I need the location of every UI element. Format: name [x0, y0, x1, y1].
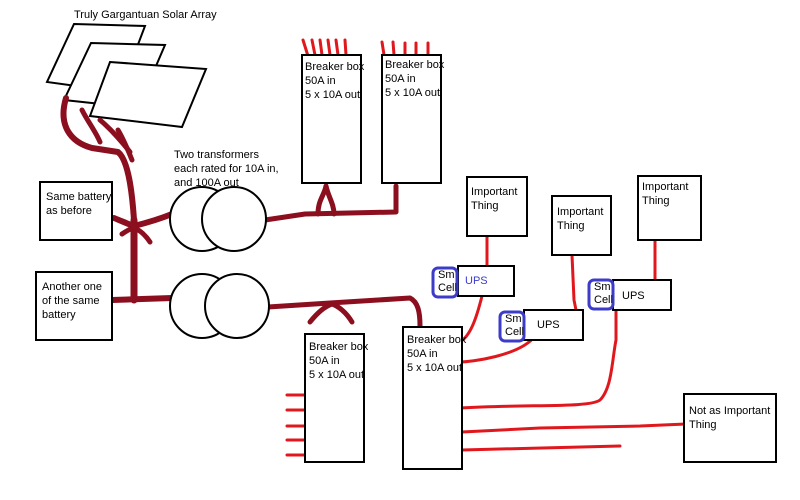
important-thing-3-label: Important Thing — [642, 181, 689, 207]
important-thing-3-box — [637, 175, 702, 241]
transformers-label: Two transformers each rated for 10A in, … — [174, 149, 279, 189]
small-cell-2-label: Sm Cell — [505, 313, 524, 338]
transformer-2b — [204, 273, 270, 339]
ups-2-label: UPS — [537, 319, 560, 331]
small-cell-3 — [587, 278, 615, 311]
important-thing-1-box — [466, 176, 528, 237]
small-cell-1 — [431, 266, 459, 299]
red-cabling — [285, 38, 688, 457]
solar-array — [45, 22, 208, 129]
important-thing-2-box — [551, 195, 612, 256]
breaker-box-4-label: Breaker box 50A in 5 x 10A out — [407, 334, 467, 374]
breaker-box-4 — [402, 326, 463, 470]
important-thing-1-label: Important Thing — [471, 186, 518, 212]
ups-3-box — [612, 279, 672, 311]
battery-2-box — [35, 271, 113, 341]
small-cell-1-label: Sm Cell — [438, 269, 457, 294]
solar-panel-3 — [88, 60, 208, 129]
transformer-1b — [201, 186, 267, 252]
breaker-box-3 — [304, 333, 365, 463]
solar-array-label: Truly Gargantuan Solar Array — [74, 9, 217, 21]
transformers — [169, 186, 270, 339]
ups-2-box — [523, 309, 584, 341]
important-thing-2-label: Important Thing — [557, 206, 604, 232]
breaker-box-2-label: Breaker box 50A in 5 x 10A out — [385, 59, 445, 99]
boxes — [35, 54, 777, 470]
breaker-box-3-label: Breaker box 50A in 5 x 10A out — [309, 341, 369, 381]
dark-cabling — [60, 95, 423, 329]
small-cells — [431, 266, 615, 343]
ups-1-label: UPS — [465, 275, 488, 287]
breaker-box-2 — [381, 54, 442, 184]
battery-1-box — [39, 181, 113, 241]
ups-3-label: UPS — [622, 290, 645, 302]
battery-2-label: Another one of the same battery — [42, 281, 102, 321]
breaker-box-1 — [301, 54, 362, 184]
battery-1-label: Same battery as before — [46, 191, 112, 217]
small-cell-3-label: Sm Cell — [594, 281, 613, 306]
not-important-label: Not as Important Thing — [689, 405, 771, 431]
small-cell-2 — [498, 310, 526, 343]
not-important-box — [683, 393, 777, 463]
breaker-box-1-label: Breaker box 50A in 5 x 10A out — [305, 61, 365, 101]
